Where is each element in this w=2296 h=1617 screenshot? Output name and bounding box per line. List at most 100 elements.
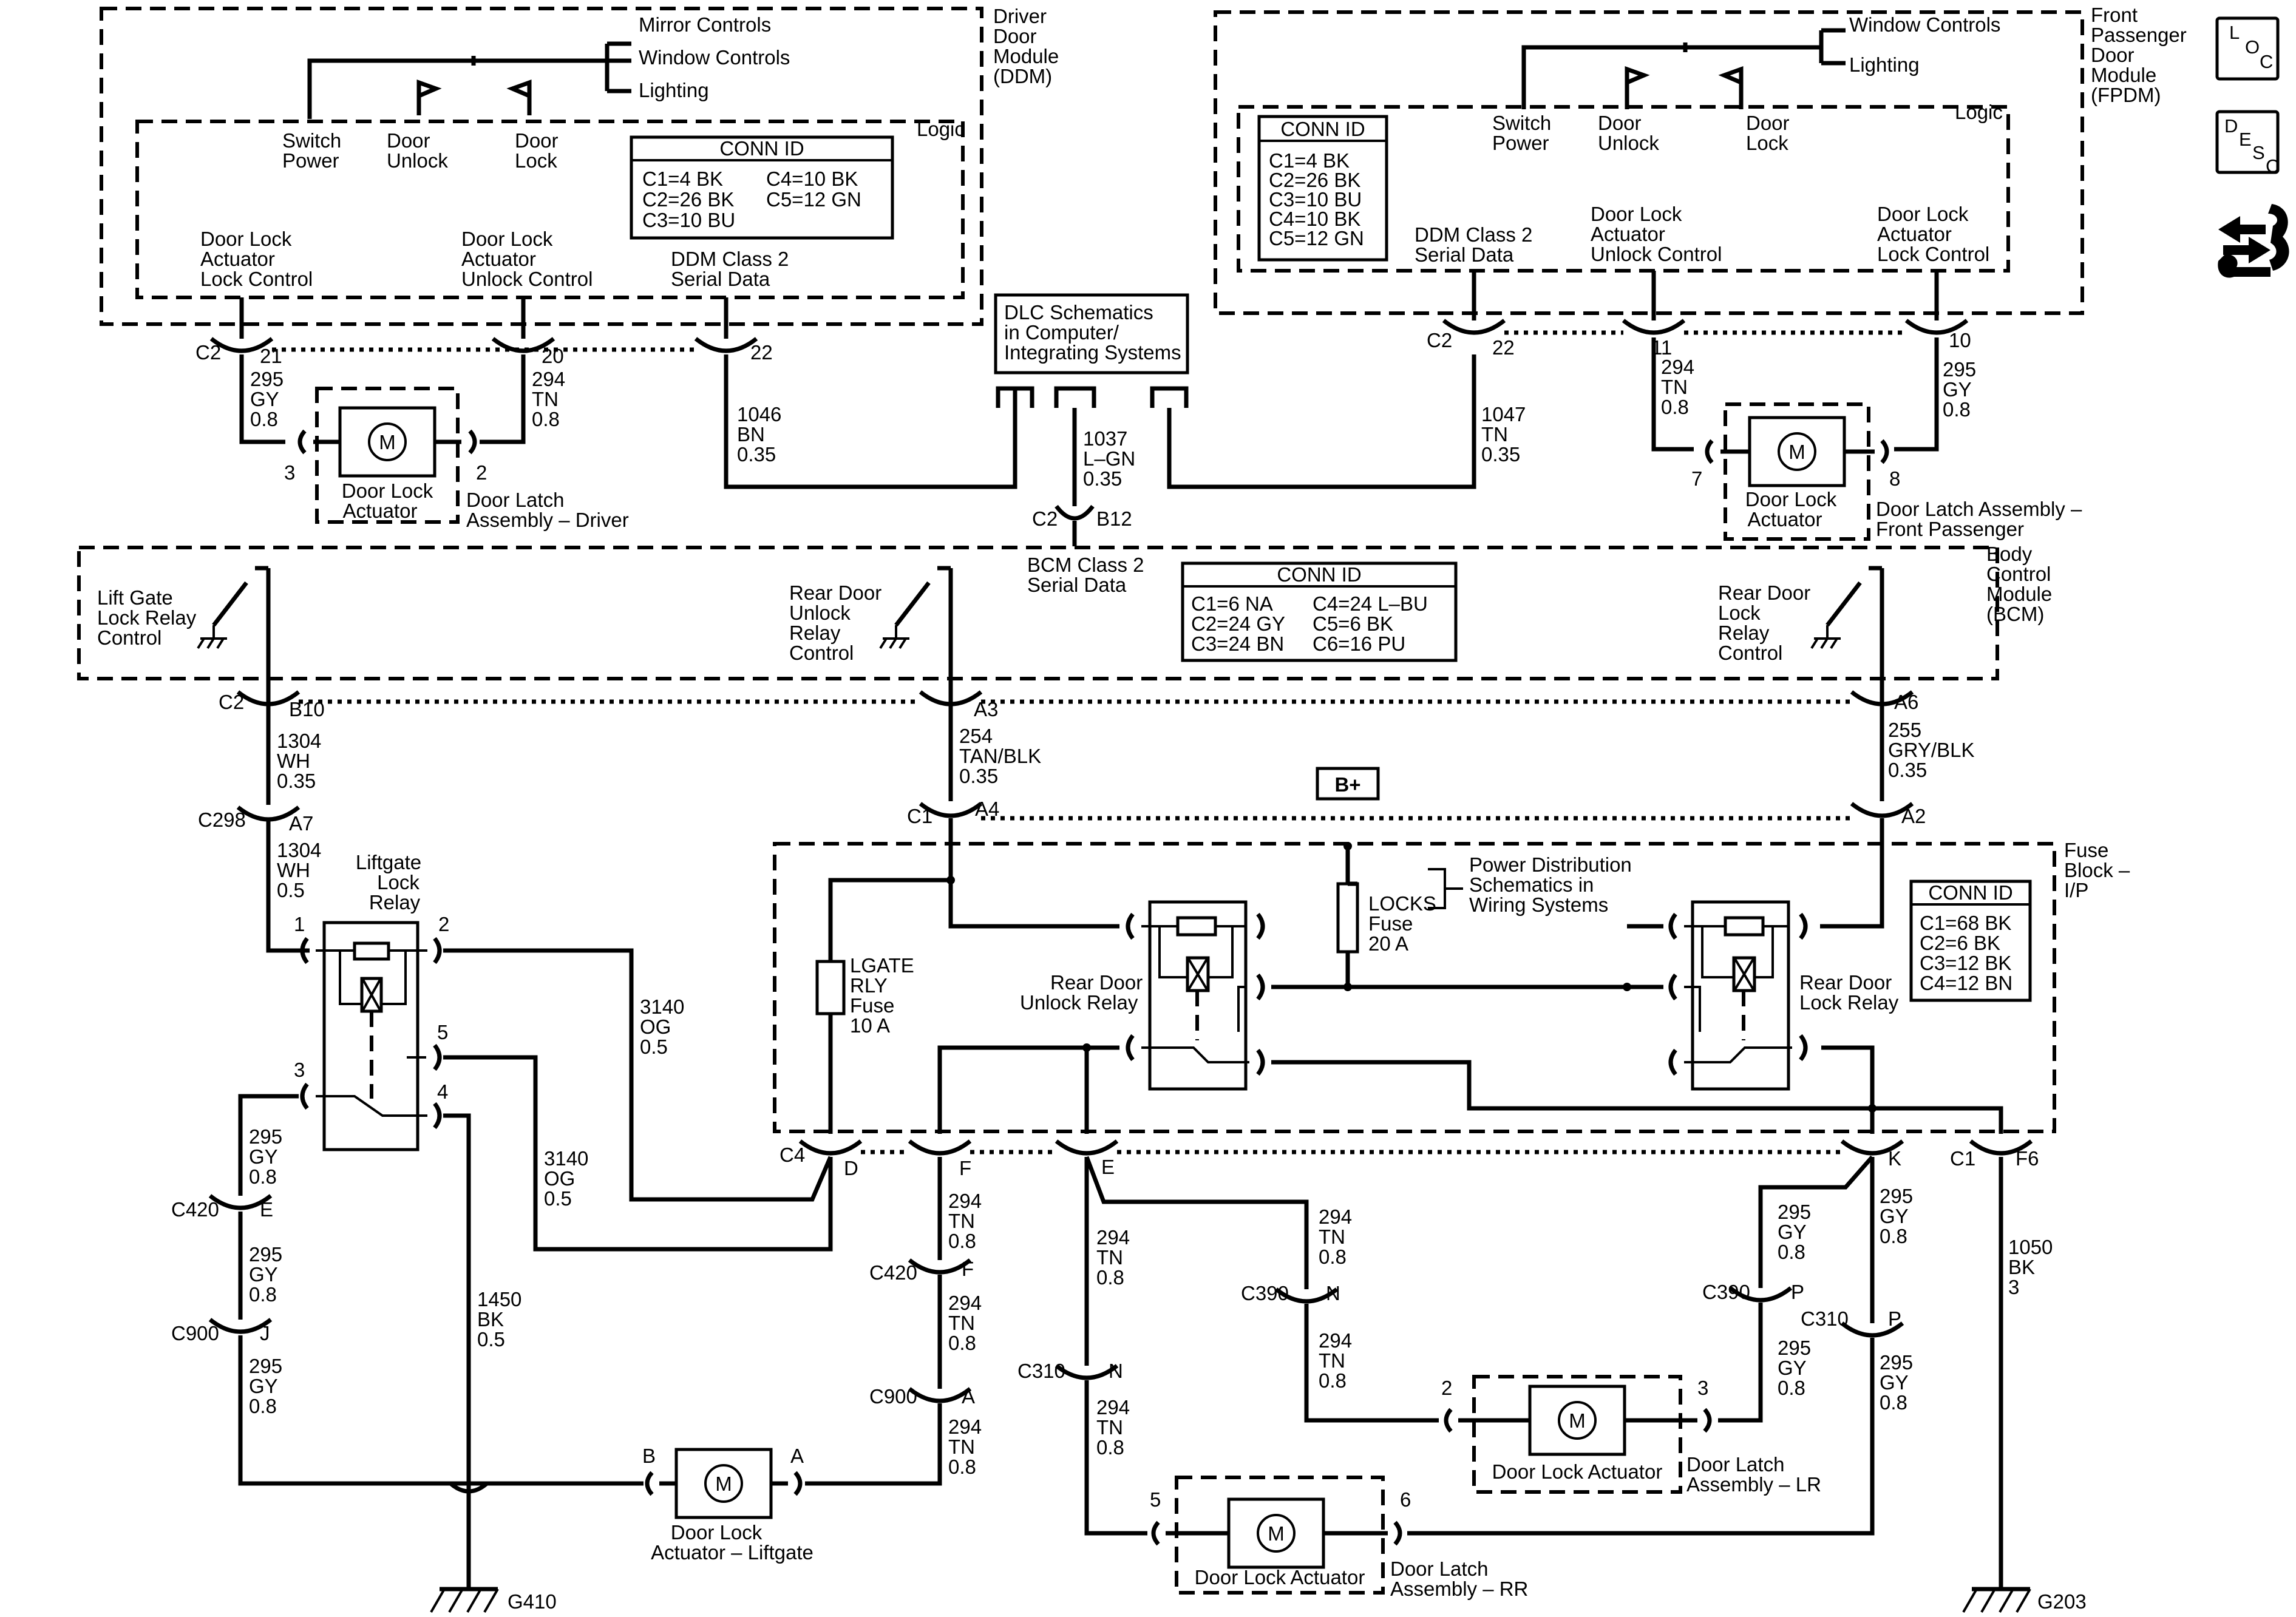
rr-c310-pin: N [1109,1360,1123,1382]
tn-liftgate-branch: 294 TN 0.8 C420 F 294 TN 0.8 C900 A 294 … [805,1157,982,1486]
fpdm-act-label-1: Door Lock [1745,488,1837,510]
rear-doors-gy-branch: 295 GY 0.8 C390 P 295 GY 0.8 295 GY 0.8 … [1407,1155,1913,1536]
lr-c390b-pin: P [1791,1281,1804,1303]
bcm-rear-lock-ctrl-3: Relay [1718,622,1770,644]
fpdm-conn-c3: C3=10 BU [1269,188,1362,211]
bcm-rear-lock-ctrl-2: Lock [1718,602,1761,624]
ddm-output-mirror: Mirror Controls [639,13,771,36]
bplus-label: B+ [1334,773,1360,796]
liftgate-c900-label: C900 [171,1322,219,1344]
ddm-pin-22: 22 [750,341,773,364]
fuse-pin-a2: A2 [1901,805,1926,827]
ddm-conn-c1: C1=4 BK [642,168,723,190]
lgate-fuse-2: RLY [850,974,888,997]
fpdm-wire-unlock-color: TN [1661,376,1688,398]
bcm-wire-a3-color: TAN/BLK [959,745,1041,767]
liftgate-act-label-2: Actuator – Liftgate [651,1541,813,1564]
liftgate-wire-gnd-size: 0.5 [477,1328,505,1351]
fpdm-title-2: Passenger [2091,24,2187,46]
tn-f1-num: 294 [948,1190,982,1212]
liftgate-relay-label-1: Liftgate [356,851,421,873]
ddm-title-1: Driver [993,5,1047,27]
fpdm-motor-m: M [1788,441,1805,463]
rr-motor-m: M [1268,1522,1285,1545]
lock-relay-label-2: Lock Relay [1799,991,1899,1014]
locks-fuse-3: 20 A [1368,932,1408,955]
ddm-serial-1: DDM Class 2 [671,248,789,270]
bcm-title-1: Body [1986,543,2033,565]
fpdm-door-lock-1: Door [1746,112,1790,134]
fuse-c4-label: C4 [779,1144,805,1166]
bcm-liftgate-ctrl-2: Lock Relay [97,606,197,629]
liftgate-relay-pin-5: 5 [437,1021,448,1043]
fpdm-door-lock-actuator: M 7 8 Door Lock Actuator Door Latch Asse… [1691,402,2082,541]
desc-letter-c: C [2266,155,2279,177]
tn-c420-label: C420 [869,1261,917,1284]
fpdm-c2-label: C2 [1427,329,1452,351]
ddm-unlock-ctrl-1: Door Lock [461,228,553,250]
locks-fuse-2: Fuse [1368,912,1413,935]
liftgate-gy3-color: GY [249,1375,278,1397]
lr-c390b-label: C390 [1702,1281,1750,1303]
fpdm-lock-ctrl-3: Lock Control [1877,243,1989,265]
lock-relay-label-1: Rear Door [1799,971,1892,994]
power-ref-1: Power Distribution [1469,853,1632,876]
loc-nav-button[interactable]: L O C [2215,16,2280,81]
fpdm-conn-c2: C2=26 BK [1269,169,1360,191]
ddm-output-lighting: Lighting [639,79,709,101]
liftgate-door-lock-actuator: M B A Door Lock Actuator – Liftgate [642,1445,813,1564]
fpdm-door-unlock-2: Unlock [1598,132,1659,154]
rr-wire-e-color: TN [1096,1246,1123,1269]
lr-wire-k-num: 295 [1778,1201,1811,1223]
fpdm-wire-lock-size: 0.8 [1943,398,1971,421]
ddm-wire-lock-size: 0.8 [250,408,278,430]
fuse-title-3: I/P [2064,879,2088,901]
bcm-pin-a6: A6 [1894,691,1918,713]
lr-motor-m: M [1569,1409,1586,1432]
liftgate-wire-2-color: OG [640,1015,671,1038]
connector-end-view-icon[interactable] [2218,204,2289,278]
fuse-c1b-label: C1 [1950,1147,1975,1170]
rr-wire-k-size: 0.8 [1880,1225,1907,1247]
desc-nav-button[interactable]: D E S C [2215,110,2280,177]
rr-wire-e-size: 0.8 [1096,1266,1124,1289]
bcm-conn-c1: C1=6 NA [1191,592,1273,615]
ddm-conn-c2: C2=26 BK [642,188,734,211]
rr-c310-label: C310 [1017,1360,1065,1382]
fuse-conn-id-table: CONN ID C1=68 BK C2=6 BK C3=12 BK C4=12 … [1909,880,2032,1002]
ddm-conn-title: CONN ID [719,137,804,160]
ddm-pin-20: 20 [542,345,564,367]
fpdm-output-lighting: Lighting [1849,53,1920,76]
bcm-conn-c4: C4=24 L–BU [1313,592,1428,615]
bcm-serial-1: BCM Class 2 [1027,554,1144,576]
desc-letter-e: E [2239,129,2252,150]
lr-wire-k-size: 0.8 [1778,1241,1805,1263]
liftgate-circuit: C298 A7 1304 WH 0.5 Liftgate Lock Relay … [171,805,833,1613]
tn-c900-pin: A [962,1385,975,1408]
liftgate-relay-pin-2: 2 [438,913,449,935]
fuse-c1-label: C1 [907,805,932,827]
unlock-flag-icon [416,80,442,115]
liftgate-wire-gnd-num: 1450 [477,1288,521,1310]
tn-c420-pin: F [962,1258,974,1280]
lgate-fuse-3: Fuse [850,994,894,1017]
c298-label: C298 [198,808,246,831]
ddm-title-3: Module [993,45,1059,67]
liftgate-gy3-size: 0.8 [249,1395,277,1417]
fpdm-conn-c5: C5=12 GN [1269,227,1364,249]
rr-act-label: Door Lock Actuator [1195,1566,1365,1588]
liftgate-wire-gnd-color: BK [477,1308,504,1331]
fpdm-logic-label: Logic [1955,101,2003,123]
power-ref-2: Schematics in [1469,873,1594,896]
fpdm-wire-serial-color: TN [1481,423,1508,446]
ddm-door-unlock-2: Unlock [387,149,448,172]
fpdm-latch-label-1: Door Latch Assembly – [1876,498,2082,520]
fpdm-wire-unlock-size: 0.8 [1661,396,1689,418]
ddm-c2-label: C2 [195,341,221,364]
liftgate-c900-pin: J [260,1322,270,1344]
fpdm-latch-label-2: Front Passenger [1876,518,2024,540]
liftgate-wire-2-num: 3140 [640,995,684,1018]
dlc-wire-size: 0.35 [1083,467,1122,490]
ddm-act-pin-2: 2 [476,461,487,484]
lr-latch-label-1: Door Latch [1686,1453,1784,1476]
